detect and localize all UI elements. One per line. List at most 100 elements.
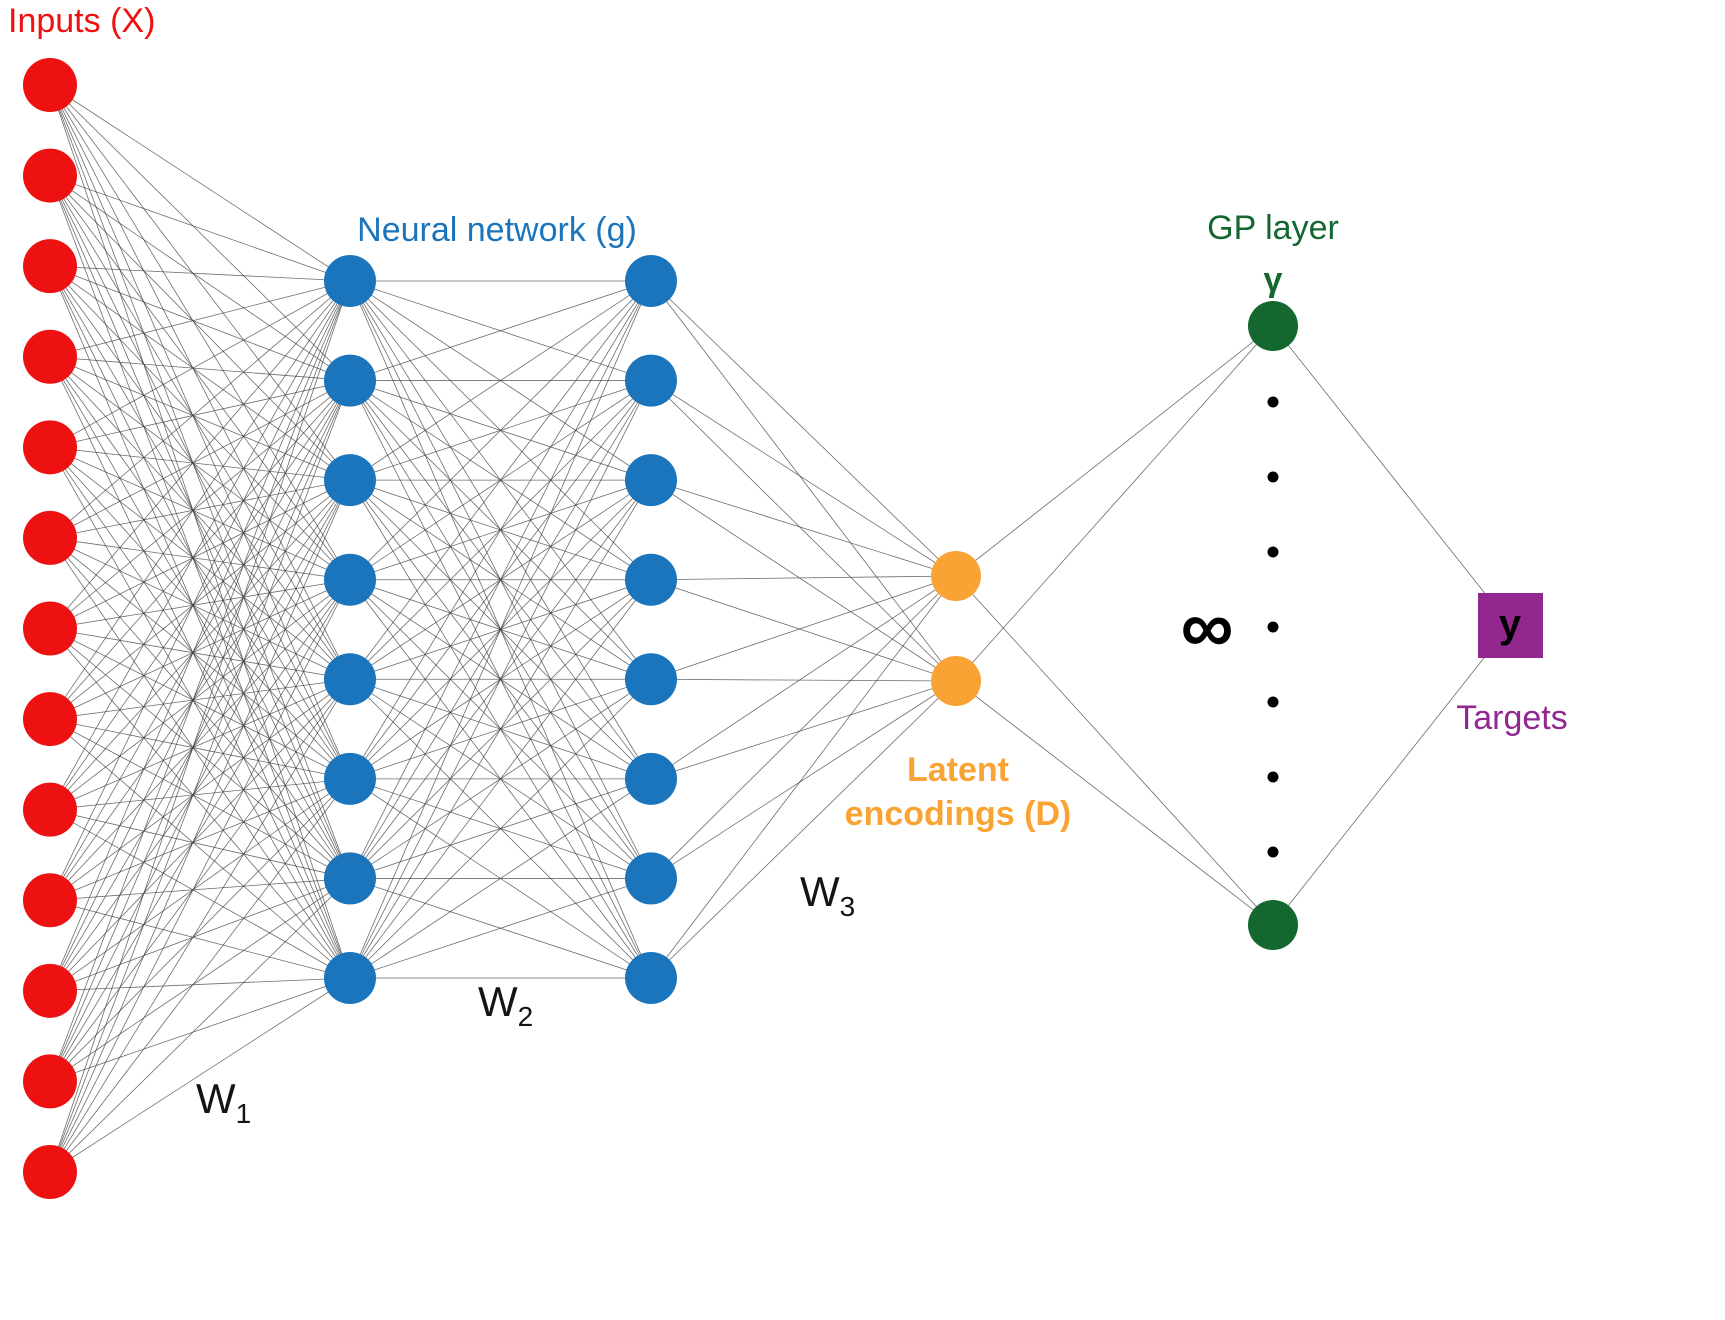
inputs-node <box>23 58 77 112</box>
edge <box>650 680 957 780</box>
edge <box>49 718 351 979</box>
inputs-node <box>23 148 77 203</box>
inputs-node <box>23 1054 77 1109</box>
inputs-node <box>23 510 77 565</box>
edge <box>49 479 351 629</box>
edge <box>49 356 351 381</box>
edge <box>49 899 351 979</box>
inputs-node <box>23 420 77 475</box>
edge <box>49 280 351 539</box>
edge <box>650 680 957 979</box>
target-box-label: y <box>1499 602 1522 646</box>
edge <box>650 280 957 577</box>
edge <box>49 280 351 810</box>
edge <box>49 380 351 539</box>
edge <box>349 679 652 979</box>
edge <box>49 878 351 1082</box>
edge <box>349 280 652 481</box>
edge <box>49 280 351 448</box>
edge <box>49 280 351 901</box>
edge <box>49 265 351 381</box>
edge <box>49 479 351 539</box>
inputs-node <box>23 692 77 747</box>
hidden2-node <box>625 553 677 606</box>
edge <box>49 537 351 879</box>
edge <box>650 579 957 682</box>
edge <box>49 447 351 879</box>
edge <box>49 265 351 680</box>
edge <box>49 380 351 901</box>
gp-ellipsis-dot <box>1267 546 1279 558</box>
edge <box>49 265 351 282</box>
edge <box>955 575 1274 926</box>
neural-network-label: Neural network (g) <box>357 211 637 249</box>
edge <box>49 84 351 481</box>
hidden2-node <box>625 952 677 1004</box>
edge <box>49 446 351 481</box>
edge <box>650 680 957 879</box>
edges-layer <box>49 84 1511 1173</box>
edge <box>49 380 351 1173</box>
latent-encodings-label-line2: encodings (D) <box>845 795 1072 833</box>
edge <box>349 380 652 979</box>
edge <box>49 628 351 780</box>
inputs-node <box>23 873 77 928</box>
edge <box>49 678 351 811</box>
edge <box>49 479 351 1082</box>
edge <box>49 265 351 780</box>
gamma-label: γ <box>1264 261 1283 299</box>
hidden1-node <box>324 255 376 307</box>
edge <box>49 479 351 901</box>
edge <box>49 280 351 358</box>
edge <box>650 479 957 577</box>
edge <box>49 679 351 992</box>
edge <box>49 778 351 811</box>
edge <box>49 84 351 580</box>
edge <box>49 280 351 991</box>
edge <box>650 280 957 682</box>
edge <box>49 356 351 581</box>
gp-node <box>1248 900 1298 950</box>
w2-label: W2 <box>478 978 533 1032</box>
edge <box>49 479 351 810</box>
edge <box>349 280 652 979</box>
latent-node <box>931 656 981 706</box>
edge <box>49 537 351 581</box>
edge <box>49 809 351 979</box>
edge <box>349 479 652 979</box>
edge <box>49 977 351 1082</box>
inputs-label: Inputs (X) <box>8 2 155 40</box>
hidden1-node <box>324 354 376 407</box>
hidden1-node <box>324 952 376 1004</box>
latent-node <box>931 551 981 601</box>
hidden2-node <box>625 454 677 507</box>
edge <box>49 265 351 879</box>
edge <box>49 356 351 481</box>
edge <box>650 380 957 577</box>
gp-ellipsis-dot <box>1267 771 1279 783</box>
edge <box>650 678 957 682</box>
edge <box>49 579 351 810</box>
hidden2-node <box>625 255 677 307</box>
gp-ellipsis-dot <box>1267 471 1279 483</box>
edge <box>49 628 351 979</box>
edge <box>349 778 652 979</box>
edge <box>49 977 351 1173</box>
edge <box>49 447 351 680</box>
hidden1-node <box>324 653 376 706</box>
edge <box>49 265 351 481</box>
edge <box>49 678 351 901</box>
edge <box>49 878 351 901</box>
edge <box>49 446 351 581</box>
gp-ellipsis-dot <box>1267 846 1279 858</box>
edge <box>49 356 351 680</box>
edge <box>49 628 351 680</box>
inputs-node <box>23 329 77 384</box>
inputs-node <box>23 963 77 1018</box>
edge <box>49 356 351 879</box>
edge <box>650 575 957 780</box>
edge <box>49 175 351 282</box>
edge <box>49 778 351 1082</box>
edge <box>49 778 351 992</box>
